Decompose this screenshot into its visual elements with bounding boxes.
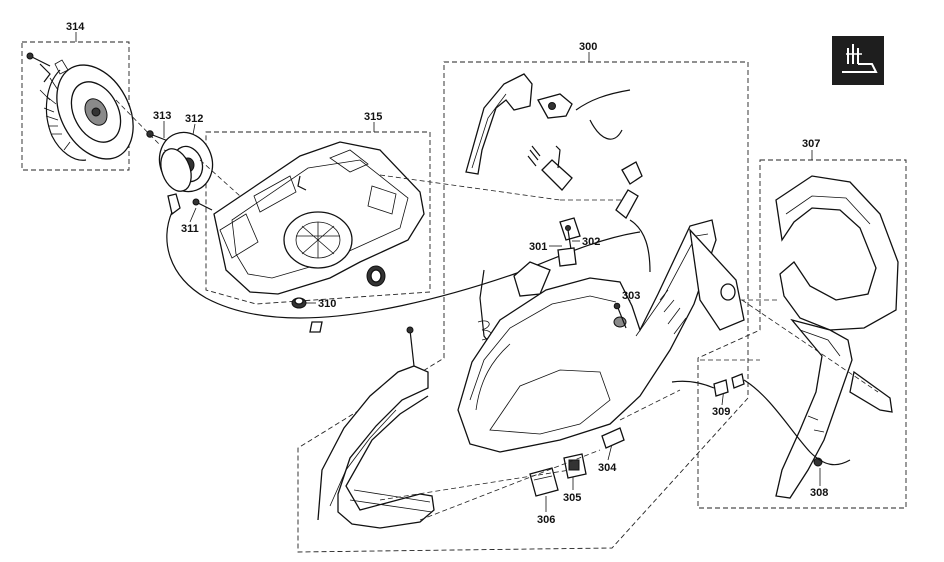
clip-part-304	[601, 427, 625, 449]
label-306: 306	[537, 514, 555, 526]
cover-part-306	[529, 467, 559, 497]
label-311: 311	[181, 223, 199, 235]
part-labels: 314 313 312 311 315 310 300 301 302 303 …	[66, 21, 828, 526]
bushing-part-310	[291, 297, 307, 309]
label-305: 305	[563, 492, 581, 504]
group-box-307	[697, 159, 907, 509]
sensor-cable-part-311	[166, 193, 641, 333]
switch-part-305	[563, 453, 587, 479]
label-314: 314	[66, 21, 85, 33]
alignment-lines	[115, 99, 879, 521]
front-hand-guard	[317, 326, 435, 529]
motor-housing-part-315	[213, 141, 425, 295]
label-307: 307	[802, 138, 820, 150]
hedge-trimmer-icon	[832, 36, 884, 85]
label-302: 302	[582, 236, 600, 248]
label-309: 309	[712, 406, 730, 418]
carbon-brush-holder-part	[615, 161, 651, 273]
main-housing	[457, 219, 745, 453]
label-313: 313	[153, 110, 171, 122]
fan-wheel-part-314	[26, 52, 134, 161]
spring-part	[477, 269, 492, 345]
label-304: 304	[598, 462, 617, 474]
screw-part-303	[613, 302, 627, 329]
label-303: 303	[622, 290, 640, 302]
label-312: 312	[185, 113, 203, 125]
clutch-drum-part-312	[158, 131, 214, 193]
label-300: 300	[579, 41, 597, 53]
label-315: 315	[364, 111, 382, 123]
switch-lever-part-300	[465, 73, 631, 191]
group-box-315	[205, 131, 431, 305]
label-308: 308	[810, 487, 828, 499]
switch-parts-301-302	[513, 217, 581, 297]
rear-handle-part-307	[775, 175, 899, 499]
label-301: 301	[529, 241, 547, 253]
connector-part-309	[671, 373, 851, 466]
label-310: 310	[318, 298, 336, 310]
